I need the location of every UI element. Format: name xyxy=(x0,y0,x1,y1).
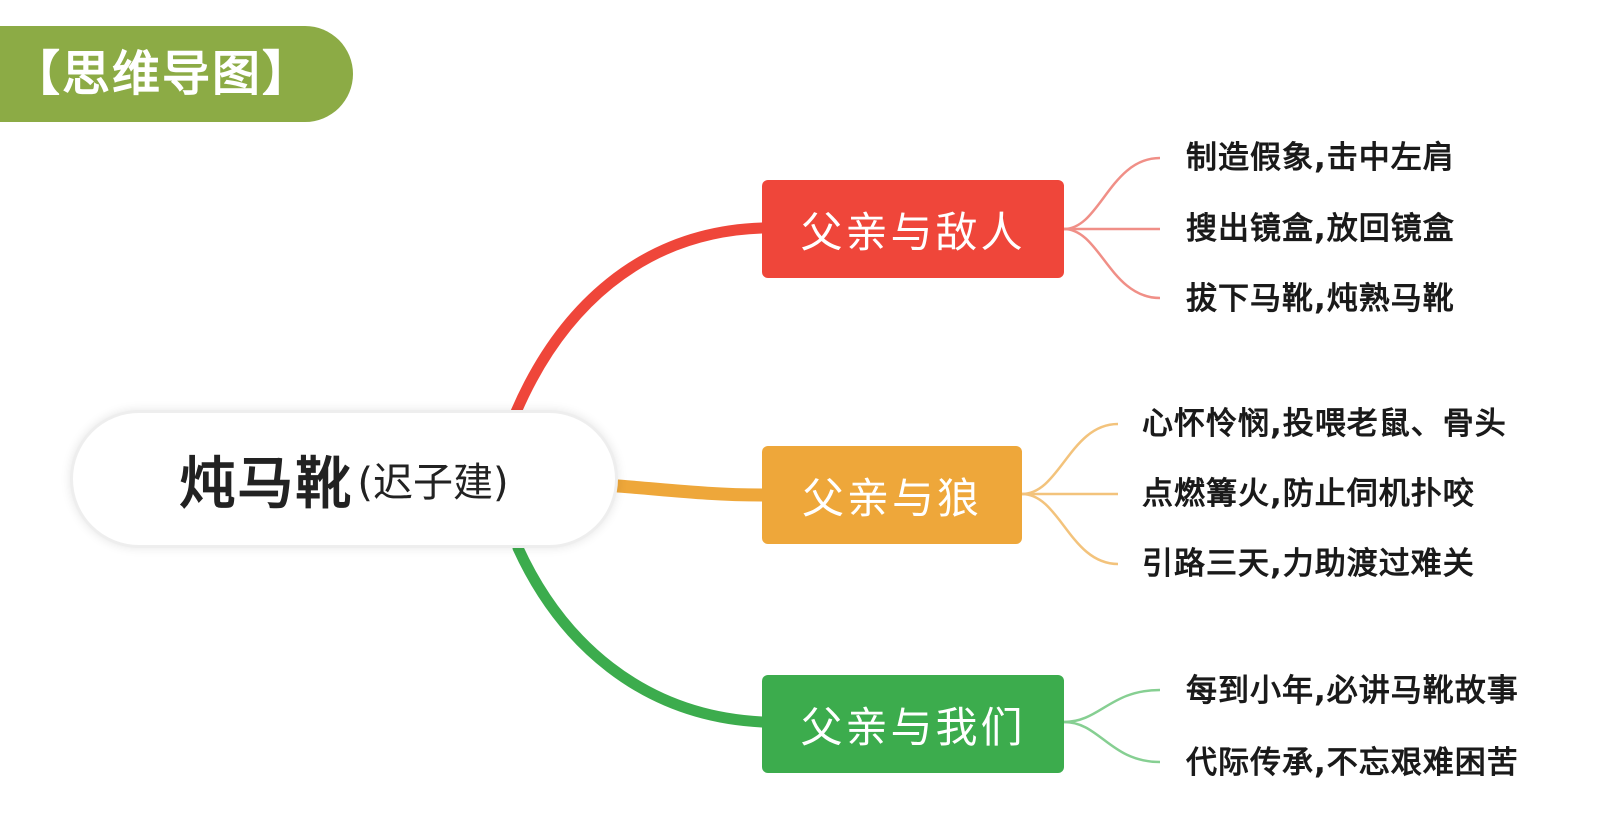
branch-label: 父亲与我们 xyxy=(800,702,1026,752)
connector-branch-2-leaf-3 xyxy=(1021,492,1119,566)
root-title: 炖马靴 xyxy=(179,451,354,517)
header-tab: 【思维导图】 xyxy=(0,26,353,122)
connector-branch-3-leaf-2 xyxy=(1063,720,1161,764)
leaf-node[interactable]: 制造假象,击中左肩 xyxy=(1186,140,1455,176)
branch-label: 父亲与敌人 xyxy=(800,207,1026,257)
leaf-node[interactable]: 引路三天,力助渡过难关 xyxy=(1142,546,1475,582)
branch-node-2[interactable]: 父亲与狼 xyxy=(762,446,1022,544)
connector-branch-2-leaf-1 xyxy=(1021,422,1119,496)
connector-branch-1-leaf-3 xyxy=(1063,227,1161,300)
root-node[interactable]: 炖马靴 (迟子建) xyxy=(70,410,618,548)
leaf-node[interactable]: 代际传承,不忘艰难困苦 xyxy=(1186,745,1519,781)
leaf-node[interactable]: 搜出镜盒,放回镜盒 xyxy=(1186,211,1455,247)
branch-label: 父亲与狼 xyxy=(801,473,982,523)
leaf-node[interactable]: 心怀怜悯,投喂老鼠、骨头 xyxy=(1142,406,1507,442)
connector-root-branch-1 xyxy=(510,222,768,418)
leaf-node[interactable]: 点燃篝火,防止伺机扑咬 xyxy=(1142,476,1475,512)
connector-branch-3-leaf-1 xyxy=(1063,688,1161,724)
leaf-node[interactable]: 拔下马靴,炖熟马靴 xyxy=(1186,281,1455,317)
connector-branch-1-leaf-1 xyxy=(1063,156,1161,231)
connector-root-branch-3 xyxy=(512,542,768,728)
branch-node-3[interactable]: 父亲与我们 xyxy=(762,675,1064,773)
branch-node-1[interactable]: 父亲与敌人 xyxy=(762,180,1064,278)
root-author: (迟子建) xyxy=(357,460,509,506)
leaf-node[interactable]: 每到小年,必讲马靴故事 xyxy=(1186,673,1519,709)
header-title: 【思维导图】 xyxy=(12,46,313,102)
connector-root-branch-2 xyxy=(611,479,769,502)
